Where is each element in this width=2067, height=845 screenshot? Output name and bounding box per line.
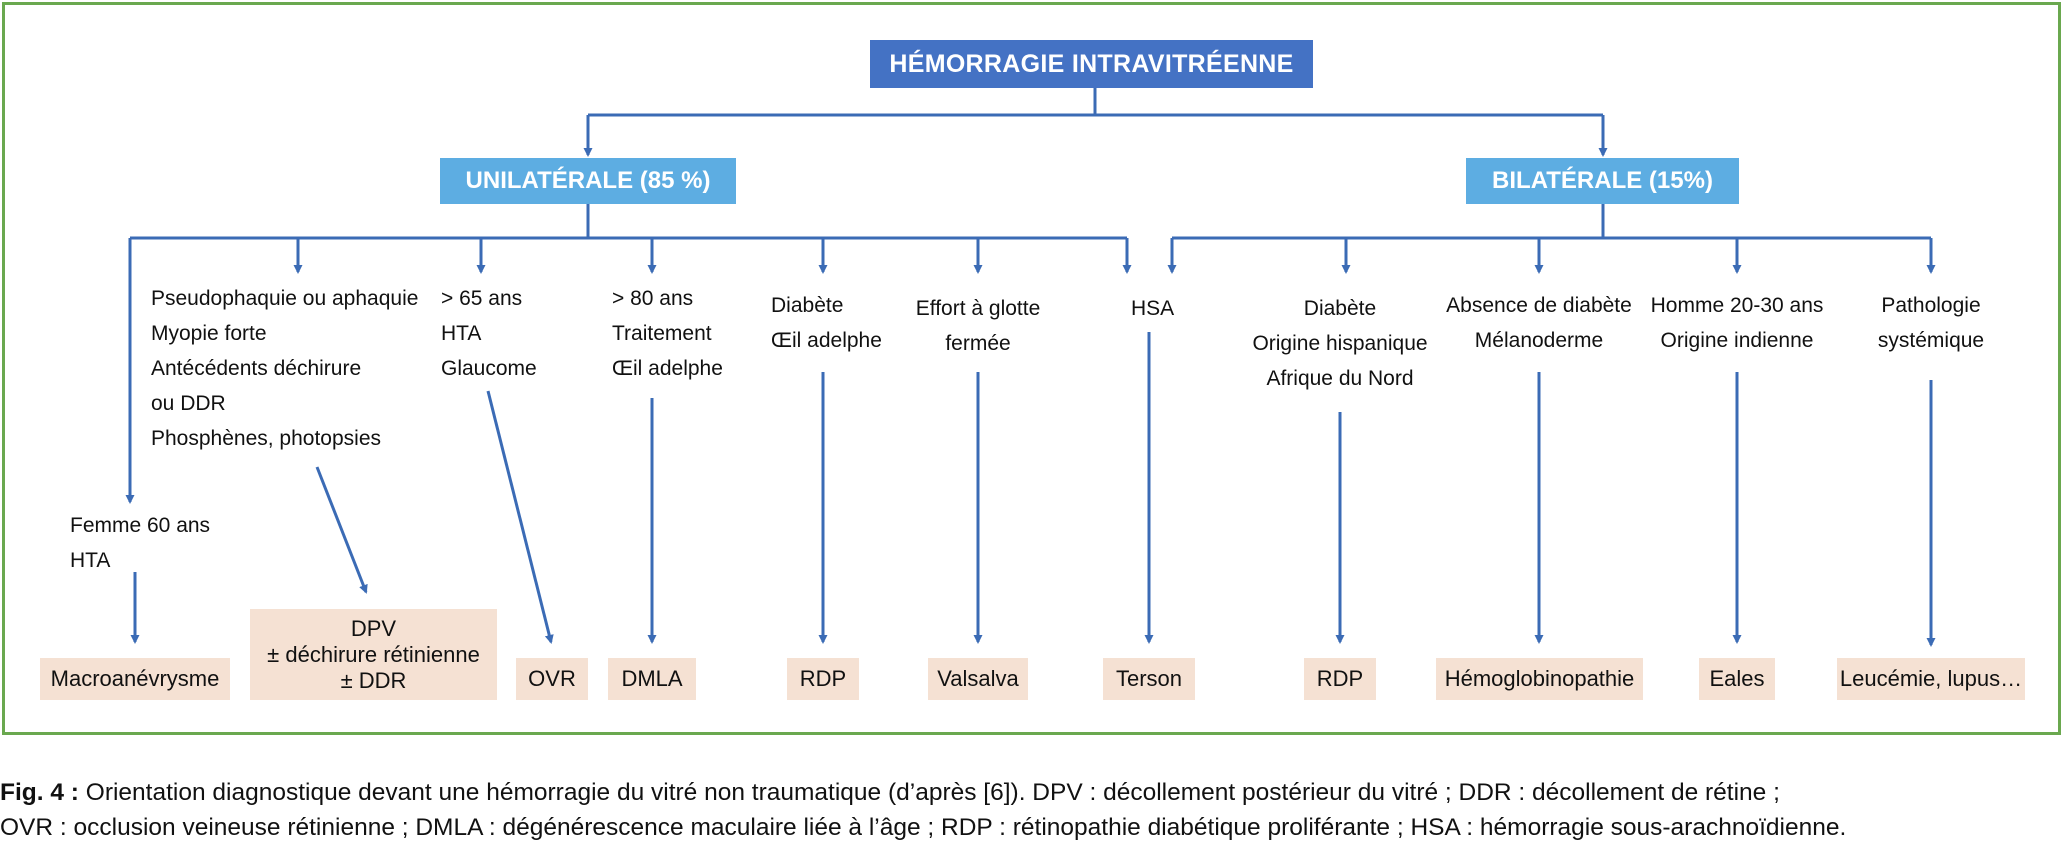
criteria-c10: Homme 20-30 ans Origine indienne (1637, 288, 1837, 358)
diagnosis-eales: Eales (1699, 658, 1775, 700)
criteria-line: fermée (945, 332, 1011, 355)
criteria-line: Antécédents déchirure (151, 357, 362, 380)
diagnosis-macroanevrysme: Macroanévrysme (40, 658, 230, 700)
criteria-line: Afrique du Nord (1266, 367, 1414, 390)
diagnosis-line: ± déchirure rétinienne (267, 641, 480, 667)
criteria-line: HTA (441, 322, 482, 345)
criteria-line: Diabète (771, 294, 844, 317)
unilateral-node: UNILATÉRALE (85 %) (440, 158, 736, 204)
criteria-c9: Absence de diabète Mélanoderme (1439, 288, 1639, 358)
diagnosis-dmla: DMLA (608, 658, 696, 700)
criteria-line: Œil adelphe (771, 329, 882, 352)
caption-label: Fig. 4 : (0, 779, 79, 806)
criteria-c8: Diabète Origine hispanique Afrique du No… (1240, 291, 1440, 396)
bilateral-node: BILATÉRALE (15%) (1466, 158, 1739, 204)
criteria-line: > 65 ans (441, 287, 523, 310)
criteria-c3: > 65 ans HTA Glaucome (441, 281, 537, 386)
criteria-line: Œil adelphe (612, 357, 723, 380)
diagram-frame (2, 2, 2061, 735)
diagnosis-valsalva: Valsalva (928, 658, 1028, 700)
criteria-c11: Pathologie systémique (1851, 288, 2011, 358)
diagnosis-line: ± DDR (340, 667, 407, 693)
criteria-line: Absence de diabète (1446, 294, 1632, 317)
criteria-line: ou DDR (151, 392, 226, 415)
arrow-d3 (486, 390, 554, 644)
criteria-line: Traitement (612, 322, 712, 345)
diagnosis-terson: Terson (1103, 658, 1195, 700)
diagnosis-rdp-unilateral: RDP (787, 658, 859, 700)
criteria-c4: > 80 ans Traitement Œil adelphe (612, 281, 723, 386)
criteria-line: HSA (1131, 297, 1175, 320)
criteria-line: Homme 20-30 ans (1650, 294, 1824, 317)
criteria-line: Effort à glotte (915, 297, 1041, 320)
criteria-line: Myopie forte (151, 322, 267, 345)
criteria-line: Origine hispanique (1252, 332, 1428, 355)
criteria-c1: Femme 60 ans HTA (70, 508, 210, 578)
criteria-line: Femme 60 ans (70, 514, 211, 537)
criteria-line: Glaucome (441, 357, 537, 380)
diagnosis-dpv: DPV ± déchirure rétinienne ± DDR (250, 609, 497, 700)
caption-line-1: Fig. 4 : Orientation diagnostique devant… (0, 775, 2067, 810)
criteria-line: Pseudophaquie ou aphaquie (151, 287, 419, 310)
criteria-line: > 80 ans (612, 287, 694, 310)
diagnosis-hemoglobinopathie: Hémoglobinopathie (1436, 658, 1643, 700)
criteria-line: HTA (70, 549, 111, 572)
figure-caption: Fig. 4 : Orientation diagnostique devant… (0, 775, 2067, 845)
criteria-line: Mélanoderme (1474, 329, 1604, 352)
caption-text-2: OVR : occlusion veineuse rétinienne ; DM… (0, 814, 1847, 841)
arrow-d2 (315, 466, 368, 594)
diagnosis-leucemie-lupus: Leucémie, lupus… (1837, 658, 2025, 700)
caption-text-1: Orientation diagnostique devant une hémo… (85, 779, 1780, 806)
criteria-c6: Effort à glotte fermée (898, 291, 1058, 361)
criteria-c2: Pseudophaquie ou aphaquie Myopie forte A… (151, 281, 418, 456)
diagnosis-ovr: OVR (516, 658, 588, 700)
criteria-line: Diabète (1303, 297, 1377, 320)
criteria-line: systémique (1877, 329, 1985, 352)
diagnosis-line: DPV (350, 615, 397, 641)
diagnosis-rdp-bilateral: RDP (1304, 658, 1376, 700)
criteria-c5: Diabète Œil adelphe (771, 288, 882, 358)
criteria-line: Pathologie (1881, 294, 1981, 317)
criteria-line: Phosphènes, photopsies (151, 427, 382, 450)
criteria-line: Origine indienne (1660, 329, 1814, 352)
criteria-c7: HSA (1131, 291, 1174, 326)
root-node: HÉMORRAGIE INTRAVITRÉENNE (870, 40, 1313, 88)
